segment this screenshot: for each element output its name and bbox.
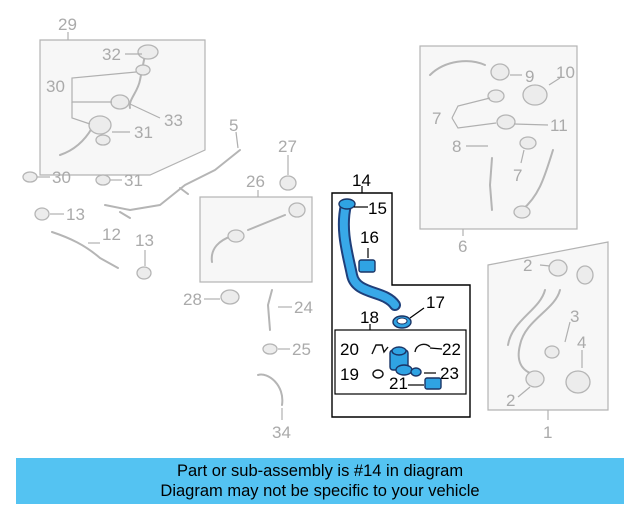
callout-25: 25	[292, 340, 311, 359]
assembly-box-29	[39, 32, 206, 176]
callout-7-a: 7	[432, 109, 441, 128]
clamp-part-30	[22, 171, 38, 183]
banner-line-disclaimer: Diagram may not be specific to your vehi…	[160, 482, 480, 500]
assembly-box-26	[199, 190, 313, 283]
callout-32: 32	[102, 45, 121, 64]
line-part-24	[267, 289, 273, 331]
info-banner: Part or sub-assembly is #14 in diagram D…	[16, 458, 624, 504]
hose-part-12	[51, 231, 119, 269]
callout-24: 24	[294, 298, 313, 317]
callout-28: 28	[183, 290, 202, 309]
callout-5: 5	[229, 116, 238, 135]
ring-part-22	[414, 343, 431, 353]
callout-13-b: 13	[135, 231, 154, 250]
callout-4: 4	[577, 333, 586, 352]
callout-10: 10	[556, 63, 575, 82]
callout-34: 34	[272, 423, 291, 442]
callout-31-a: 31	[134, 123, 153, 142]
callout-8: 8	[452, 137, 461, 156]
callout-33: 33	[164, 111, 183, 130]
clamp-part-13-a	[34, 207, 50, 221]
clamp-part-16	[358, 259, 376, 273]
pipe-part-34	[257, 373, 284, 406]
clamp-part-13-b	[136, 266, 152, 280]
callout-26: 26	[246, 172, 265, 191]
callout-18: 18	[360, 308, 379, 327]
callout-21: 21	[389, 374, 408, 393]
callout-13-a: 13	[66, 205, 85, 224]
callout-23: 23	[440, 364, 459, 383]
parts-diagram: 29 32 30 33 31 30 31 5 27 26 13 12 13 28…	[22, 15, 609, 442]
callout-2-a: 2	[523, 256, 532, 275]
pipe-part-5	[104, 149, 241, 211]
callout-31-b: 31	[124, 171, 143, 190]
bracket-part-20	[371, 344, 389, 355]
callout-27: 27	[278, 137, 297, 156]
callout-9: 9	[525, 67, 534, 86]
callout-1: 1	[543, 423, 552, 442]
assembly-box-14: 14 15 16 17 18 20 22 19 23 21	[331, 171, 471, 418]
valve-part-27	[279, 175, 297, 191]
callout-30-b: 30	[52, 168, 71, 187]
sensor-part-21	[424, 377, 442, 390]
callout-22: 22	[442, 340, 461, 359]
callout-14: 14	[352, 171, 371, 190]
ring-part-25	[262, 343, 278, 355]
callout-20: 20	[340, 340, 359, 359]
callout-16: 16	[360, 228, 379, 247]
clip-part-28	[220, 289, 240, 305]
callout-7-b: 7	[513, 166, 522, 185]
callout-15: 15	[368, 199, 387, 218]
callout-19: 19	[340, 365, 359, 384]
callout-30-a: 30	[46, 77, 65, 96]
callout-2-b: 2	[506, 391, 515, 410]
assembly-box-6	[419, 45, 578, 236]
callout-11: 11	[550, 116, 568, 135]
banner-line-part-number: Part or sub-assembly is #14 in diagram	[176, 462, 464, 480]
callout-6: 6	[458, 237, 467, 256]
callout-12: 12	[102, 225, 121, 244]
callout-17: 17	[426, 293, 445, 312]
clamp-part-31	[95, 174, 111, 186]
callout-3: 3	[570, 307, 579, 326]
assembly-box-1	[487, 241, 609, 420]
callout-29: 29	[58, 15, 77, 34]
